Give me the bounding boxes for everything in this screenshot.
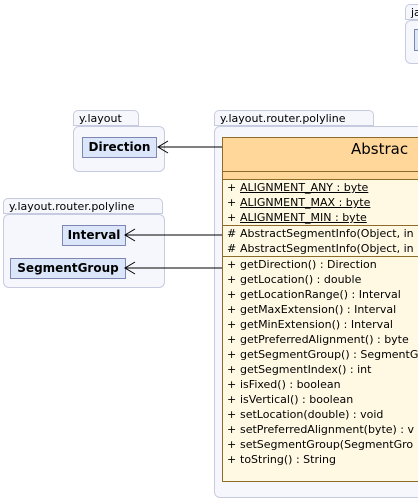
- package-layout: Direction: [73, 126, 165, 172]
- visibility-marker: +: [227, 211, 237, 224]
- class-direction[interactable]: Direction: [82, 137, 157, 158]
- field-item: +ALIGNMENT_MIN : byte: [223, 210, 418, 225]
- package-tab-layout: y.layout: [73, 110, 139, 126]
- visibility-marker: +: [227, 423, 237, 436]
- member-signature: getSegmentGroup() : SegmentGr: [240, 348, 418, 361]
- class-interval[interactable]: Interval: [62, 225, 126, 246]
- field-item: +ALIGNMENT_MAX : byte: [223, 195, 418, 210]
- class-segment-group[interactable]: SegmentGroup: [10, 258, 126, 279]
- visibility-marker: +: [227, 196, 237, 209]
- member-signature: AbstractSegmentInfo(Object, in: [240, 242, 414, 255]
- class-name: Interval: [67, 228, 121, 242]
- method-item: +getMinExtension() : Interval: [223, 317, 418, 332]
- visibility-marker: +: [227, 453, 237, 466]
- member-signature: getMaxExtension() : Interval: [240, 303, 397, 316]
- field-item: +ALIGNMENT_ANY : byte: [223, 180, 418, 195]
- visibility-marker: +: [227, 303, 237, 316]
- method-item: +setPreferredAlignment(byte) : v: [223, 422, 418, 437]
- visibility-marker: +: [227, 318, 237, 331]
- visibility-marker: +: [227, 273, 237, 286]
- method-item: +isVertical() : boolean: [223, 392, 418, 407]
- method-item: +toString() : String: [223, 452, 418, 467]
- visibility-marker: +: [227, 181, 237, 194]
- method-item: +setLocation(double) : void: [223, 407, 418, 422]
- visibility-marker: #: [227, 227, 237, 240]
- arrowhead-segment-group: [124, 261, 136, 275]
- member-signature: toString() : String: [240, 453, 336, 466]
- package-label: y.layout.router.polyline: [220, 112, 346, 125]
- package-tab-router-main: y.layout.router.polyline: [214, 110, 374, 126]
- member-signature: getSegmentIndex() : int: [240, 363, 372, 376]
- field-list: +ALIGNMENT_ANY : byte+ALIGNMENT_MAX : by…: [223, 180, 418, 226]
- class-abstract-segment-info[interactable]: Abstrac +ALIGNMENT_ANY : byte+ALIGNMENT_…: [222, 137, 418, 482]
- visibility-marker: +: [227, 438, 237, 451]
- class-header-gap: [223, 172, 418, 180]
- visibility-marker: +: [227, 288, 237, 301]
- class-name: Abstrac: [351, 140, 409, 158]
- package-label: ja: [411, 6, 418, 19]
- class-name: Direction: [88, 140, 151, 154]
- package-tab-router-left: y.layout.router.polyline: [3, 198, 163, 214]
- member-signature: ALIGNMENT_ANY : byte: [240, 181, 369, 194]
- visibility-marker: +: [227, 393, 237, 406]
- visibility-marker: +: [227, 258, 237, 271]
- visibility-marker: +: [227, 333, 237, 346]
- member-signature: getLocation() : double: [240, 273, 362, 286]
- member-signature: setPreferredAlignment(byte) : v: [240, 423, 415, 436]
- member-signature: ALIGNMENT_MAX : byte: [240, 196, 371, 209]
- arrowhead-interval: [124, 228, 136, 242]
- method-item: +getLocation() : double: [223, 272, 418, 287]
- member-signature: getLocationRange() : Interval: [240, 288, 401, 301]
- method-item: +getDirection() : Direction: [223, 257, 418, 272]
- member-signature: getMinExtension() : Interval: [240, 318, 393, 331]
- member-signature: getPreferredAlignment() : byte: [240, 333, 409, 346]
- arrowhead-direction: [157, 140, 169, 154]
- member-signature: isVertical() : boolean: [240, 393, 354, 406]
- member-signature: setSegmentGroup(SegmentGro: [240, 438, 414, 451]
- member-signature: isFixed() : boolean: [240, 378, 341, 391]
- package-label: y.layout: [79, 112, 122, 125]
- method-list: +getDirection() : Direction+getLocation(…: [223, 257, 418, 467]
- package-top-right: [405, 20, 418, 64]
- method-item: +getMaxExtension() : Interval: [223, 302, 418, 317]
- member-signature: AbstractSegmentInfo(Object, in: [240, 227, 414, 240]
- package-tab-top-right: ja: [405, 4, 418, 20]
- member-signature: getDirection() : Direction: [240, 258, 377, 271]
- visibility-marker: +: [227, 348, 237, 361]
- class-header: Abstrac: [223, 138, 418, 172]
- member-signature: setLocation(double) : void: [240, 408, 384, 421]
- class-name: SegmentGroup: [17, 261, 119, 275]
- package-label: y.layout.router.polyline: [9, 200, 135, 213]
- constructor-item: #AbstractSegmentInfo(Object, in: [223, 241, 418, 256]
- visibility-marker: +: [227, 408, 237, 421]
- method-item: +getPreferredAlignment() : byte: [223, 332, 418, 347]
- package-router-left: Interval SegmentGroup: [3, 214, 165, 288]
- method-item: +setSegmentGroup(SegmentGro: [223, 437, 418, 452]
- method-item: +getLocationRange() : Interval: [223, 287, 418, 302]
- member-signature: ALIGNMENT_MIN : byte: [240, 211, 367, 224]
- constructor-item: #AbstractSegmentInfo(Object, in: [223, 226, 418, 241]
- method-item: +getSegmentIndex() : int: [223, 362, 418, 377]
- class-box-partial[interactable]: [414, 29, 418, 51]
- visibility-marker: +: [227, 363, 237, 376]
- visibility-marker: #: [227, 242, 237, 255]
- method-item: +getSegmentGroup() : SegmentGr: [223, 347, 418, 362]
- method-item: +isFixed() : boolean: [223, 377, 418, 392]
- visibility-marker: +: [227, 378, 237, 391]
- constructor-list: #AbstractSegmentInfo(Object, in#Abstract…: [223, 226, 418, 257]
